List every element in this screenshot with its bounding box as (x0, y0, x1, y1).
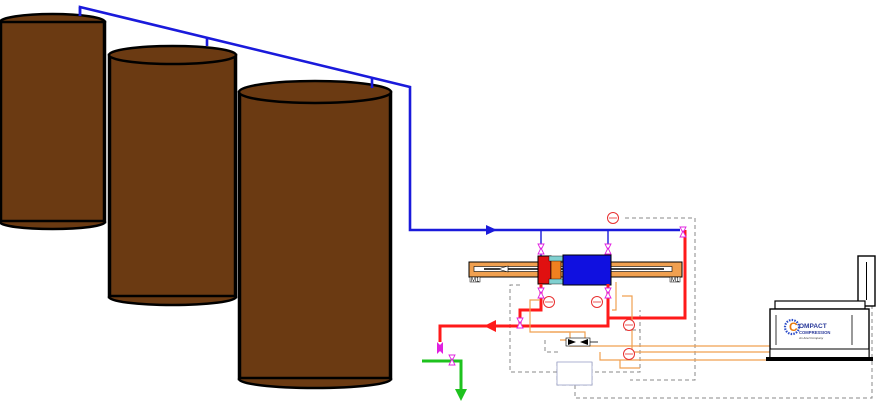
vent-header-line (78, 5, 680, 232)
gauge-icon (543, 296, 555, 308)
gauge-icon (607, 212, 619, 224)
relief-valve-icon (679, 226, 687, 238)
relief-valve-icon (537, 287, 545, 299)
gauge-icon (623, 319, 635, 331)
relief-valve-icon (604, 243, 612, 255)
cylinder-core (550, 257, 562, 283)
motor-label-right: M1 (671, 278, 680, 284)
relief-valve-icon (537, 243, 545, 255)
discharge-arrow-icon (484, 320, 496, 332)
brand-tagline: An Ariel Company (798, 336, 824, 340)
flow-arrow-icon (486, 225, 497, 235)
tank-3 (237, 79, 393, 390)
brand-subname: COMPRESSION (799, 330, 830, 335)
gauge-icon (591, 296, 603, 308)
suction-drops (540, 230, 609, 256)
tank-top (237, 79, 393, 105)
panel-lid (774, 300, 866, 310)
tank-1 (0, 12, 107, 231)
tank-top (107, 44, 238, 66)
compressor-cylinder (537, 254, 612, 286)
brand-logo-icon (783, 318, 801, 336)
brand-initial: C (789, 320, 798, 334)
control-panel: C OMPACT COMPRESSION An Ariel Company (766, 255, 876, 361)
discharge-line (438, 230, 687, 342)
drain-line (422, 359, 463, 392)
relief-valve-icon (516, 317, 524, 329)
drain-arrow-icon (455, 389, 467, 401)
motor-label-left: M1 (471, 278, 480, 284)
filter-box (556, 361, 593, 386)
brand-name: OMPACT (799, 323, 827, 330)
relief-valve-icon (448, 354, 456, 366)
check-valve-icon (565, 337, 598, 347)
cylinder-suction-head (562, 254, 612, 286)
piston-arrow-icon (496, 265, 509, 273)
relief-valve-icon (604, 287, 612, 299)
tank-2 (107, 44, 238, 307)
gauge-icon (623, 348, 635, 360)
